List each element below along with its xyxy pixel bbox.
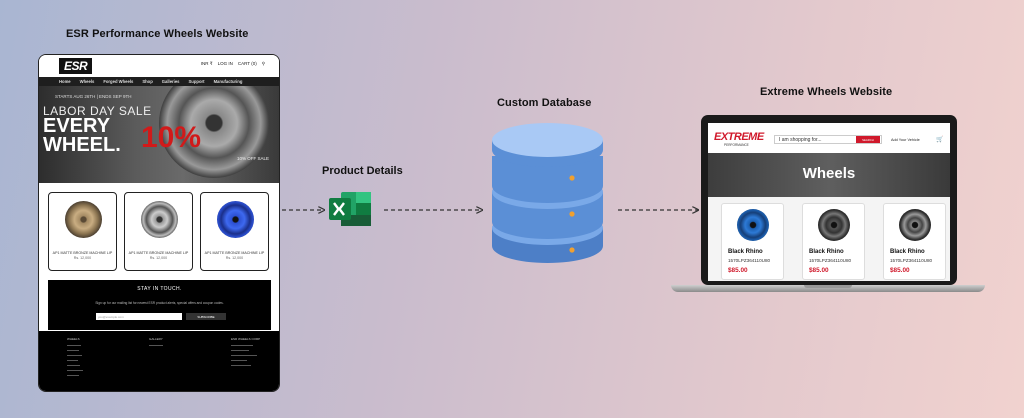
search-button[interactable]: SEARCH (856, 136, 880, 143)
esr-logo: ESR (59, 58, 92, 74)
footer-link-line (67, 355, 82, 356)
nav-home[interactable]: Home (59, 79, 71, 84)
silver-wheel-image (141, 201, 178, 238)
nav-wheels[interactable]: Wheels (80, 79, 95, 84)
product-price: $85.00 (890, 267, 910, 274)
product-price: $85.00 (728, 267, 748, 274)
newsletter-title: STAY IN TOUCH. (48, 286, 271, 292)
esr-website-screenshot: ESR INR ₹ LOG IN CART (0) ⚲ Home Wheels … (38, 54, 280, 392)
hero-title: Wheels (708, 165, 950, 182)
product-card[interactable]: Black Rhino 1570LPZ364110U80 $85.00 (883, 203, 946, 280)
footer-link-line (67, 375, 79, 376)
subscribe-button[interactable]: SUBSCRIBE (186, 313, 226, 320)
custom-database-heading: Custom Database (497, 97, 591, 109)
esr-topbar: ESR INR ₹ LOG IN CART (0) ⚲ (39, 55, 279, 77)
sale-line-every: EVERY (43, 116, 110, 136)
black-wheel-image (818, 209, 850, 241)
footer-col-corp: ESR WHEELS CORP (231, 337, 260, 341)
esr-website-heading: ESR Performance Wheels Website (66, 28, 249, 40)
newsletter-email-input[interactable]: you@example.com (96, 313, 182, 320)
extreme-website-screen: EXTREME PERFORMANCE I am shopping for...… (708, 123, 950, 281)
product-sku: 1570LPZ364110U80 (728, 258, 770, 263)
database-icon (490, 118, 605, 273)
product-price: Rs. 12,000 (127, 256, 190, 260)
login-link[interactable]: LOG IN (218, 61, 233, 67)
product-title: AP1 MATTE BRONZE MACHINE LIP (127, 251, 190, 255)
nav-manufacturing[interactable]: Manufacturing (214, 79, 243, 84)
black-wheel-image (899, 209, 931, 241)
footer-col-wheels: WHEELS (67, 337, 80, 341)
footer-link-line (67, 345, 81, 346)
extreme-hero-banner: Wheels (708, 153, 950, 197)
product-title: AP1 MATTE BRONZE MACHINE LIP (203, 251, 266, 255)
sale-line-wheel: WHEEL. (43, 135, 121, 155)
blue-wheel-image (737, 209, 769, 241)
product-price: Rs. 12,000 (51, 256, 114, 260)
esr-nav-bar: Home Wheels Forged Wheels Shop Galleries… (39, 77, 279, 86)
product-price: Rs. 12,000 (203, 256, 266, 260)
nav-forged-wheels[interactable]: Forged Wheels (103, 79, 133, 84)
product-brand: Black Rhino (728, 249, 763, 255)
product-brand: Black Rhino (890, 249, 925, 255)
esr-hero-banner: STARTS AUG 26TH | ENDS SEP 9TH LABOR DAY… (39, 86, 279, 183)
nav-support[interactable]: Support (189, 79, 205, 84)
extreme-logo: EXTREME (714, 131, 764, 143)
laptop-notch (804, 285, 852, 288)
esr-footer: WHEELS GALLERY ESR WHEELS CORP (39, 331, 279, 391)
footer-link-line (231, 345, 253, 346)
extreme-header: EXTREME PERFORMANCE I am shopping for...… (708, 123, 950, 153)
product-card[interactable]: Black Rhino 1570LPZ364110U80 $85.00 (721, 203, 784, 280)
search-icon[interactable]: ⚲ (262, 61, 265, 67)
esr-utility-links: INR ₹ LOG IN CART (0) ⚲ (201, 61, 265, 67)
product-sku: 1570LPZ364110U80 (890, 258, 932, 263)
product-brand: Black Rhino (809, 249, 844, 255)
product-details-label: Product Details (322, 165, 403, 177)
add-vehicle-link[interactable]: Add Your Vehicle (891, 138, 920, 142)
product-title: AP1 MATTE BRONZE MACHINE LIP (51, 251, 114, 255)
footer-link-line (67, 350, 79, 351)
product-card[interactable]: AP1 MATTE BRONZE MACHINE LIP Rs. 12,000 (48, 192, 117, 271)
nav-galleries[interactable]: Galleries (162, 79, 180, 84)
sale-dates: STARTS AUG 26TH | ENDS SEP 9TH (55, 94, 131, 99)
blue-wheel-image (217, 201, 254, 238)
footer-link-line (231, 365, 251, 366)
product-card[interactable]: AP1 MATTE BRONZE MACHINE LIP Rs. 12,000 (200, 192, 269, 271)
footer-link-line (231, 355, 257, 356)
footer-link-line (67, 370, 83, 371)
product-card[interactable]: Black Rhino 1570LPZ364110U80 $85.00 (802, 203, 865, 280)
product-price: $85.00 (809, 267, 829, 274)
extreme-product-grid: Black Rhino 1570LPZ364110U80 $85.00 Blac… (708, 197, 950, 281)
cart-link[interactable]: CART (0) (238, 61, 257, 67)
extreme-website-heading: Extreme Wheels Website (760, 86, 892, 98)
currency-selector[interactable]: INR ₹ (201, 61, 213, 67)
bronze-wheel-image (65, 201, 102, 238)
newsletter-section: STAY IN TOUCH. Sign up for our mailing l… (48, 280, 271, 330)
sale-off-label: 10% OFF SALE (237, 156, 269, 161)
laptop-icon: EXTREME PERFORMANCE I am shopping for...… (671, 115, 985, 300)
footer-link-line (149, 345, 163, 346)
product-card[interactable]: AP1 MATTE BRONZE MACHINE LIP Rs. 12,000 (124, 192, 193, 271)
esr-product-grid: AP1 MATTE BRONZE MACHINE LIP Rs. 12,000 … (39, 183, 279, 271)
product-sku: 1570LPZ364110U80 (809, 258, 851, 263)
sale-percent: 10% (141, 123, 201, 153)
cart-icon[interactable]: 🛒 (936, 136, 943, 143)
footer-link-line (231, 350, 249, 351)
extreme-logo-sub: PERFORMANCE (724, 143, 749, 147)
nav-shop[interactable]: Shop (142, 79, 152, 84)
footer-link-line (67, 365, 80, 366)
excel-icon (327, 190, 373, 228)
newsletter-text: Sign up for our mailing list for newest … (48, 301, 271, 305)
footer-col-gallery: GALLERY (149, 337, 163, 341)
footer-link-line (67, 360, 78, 361)
footer-link-line (231, 360, 247, 361)
